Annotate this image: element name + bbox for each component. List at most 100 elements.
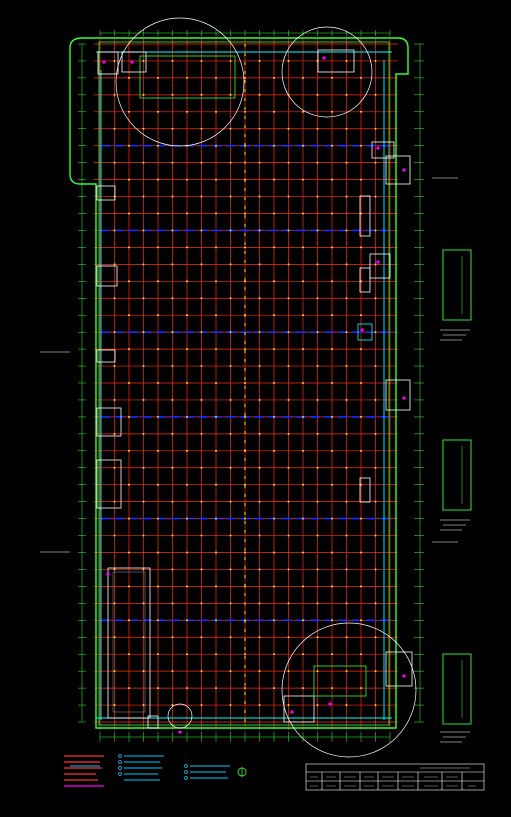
column-marker	[229, 60, 232, 62]
column-marker	[244, 280, 246, 283]
column-marker	[128, 212, 130, 215]
column-marker	[258, 365, 261, 367]
column-marker	[273, 348, 275, 350]
column-marker	[200, 331, 203, 333]
column-marker	[258, 534, 261, 537]
column-marker	[171, 602, 174, 605]
column-marker	[229, 94, 232, 96]
column-marker	[244, 246, 246, 249]
column-marker	[142, 229, 145, 232]
column-marker	[316, 331, 319, 333]
column-marker	[200, 263, 203, 266]
detail-box-1	[442, 249, 472, 321]
column-marker	[186, 619, 188, 622]
column-marker	[200, 127, 203, 130]
column-marker	[302, 348, 304, 350]
column-marker	[171, 433, 174, 435]
column-marker	[142, 365, 145, 367]
column-marker	[186, 416, 188, 418]
column-marker	[113, 161, 116, 164]
column-marker	[215, 416, 217, 418]
column-marker	[142, 433, 145, 435]
column-marker	[171, 229, 174, 232]
column-marker	[200, 365, 203, 367]
column-marker	[200, 433, 203, 435]
column-marker	[229, 670, 232, 672]
column-marker	[113, 127, 116, 130]
column-marker	[215, 619, 217, 622]
column-marker	[331, 483, 333, 486]
column-marker	[302, 687, 304, 689]
column-marker	[200, 636, 203, 639]
magenta-marker	[328, 702, 332, 706]
column-marker	[273, 246, 275, 249]
column-marker	[360, 348, 362, 350]
column-marker	[374, 500, 377, 503]
column-marker	[157, 348, 159, 350]
column-marker	[142, 399, 145, 401]
column-marker	[345, 127, 348, 130]
column-marker	[244, 77, 246, 79]
column-marker	[215, 585, 217, 588]
column-marker	[244, 517, 246, 520]
column-marker	[374, 534, 377, 537]
magenta-marker	[290, 710, 294, 714]
column-marker	[157, 585, 159, 588]
column-marker	[142, 602, 145, 605]
column-marker	[113, 602, 116, 605]
magenta-markers	[102, 56, 406, 734]
column-marker	[374, 568, 377, 571]
column-marker	[200, 602, 203, 605]
column-marker	[258, 161, 261, 164]
column-marker	[229, 263, 232, 266]
column-marker	[287, 229, 290, 232]
column-marker	[113, 636, 116, 639]
column-marker	[157, 687, 159, 689]
column-marker	[229, 127, 232, 130]
column-marker	[287, 297, 290, 300]
column-marker	[331, 382, 333, 384]
column-marker	[331, 246, 333, 249]
detail-box-3	[442, 653, 472, 725]
column-marker	[287, 568, 290, 571]
column-marker	[128, 687, 130, 689]
column-marker	[316, 534, 319, 537]
column-marker	[258, 568, 261, 571]
column-marker	[287, 331, 290, 333]
building-outline	[69, 37, 409, 729]
column-marker	[171, 195, 174, 198]
column-marker	[171, 263, 174, 266]
magenta-marker	[402, 396, 406, 400]
column-marker	[200, 670, 203, 672]
column-marker	[287, 127, 290, 130]
column-marker	[331, 687, 333, 689]
column-marker	[113, 263, 116, 266]
circle-top-right	[281, 26, 373, 118]
column-marker	[171, 60, 174, 62]
column-marker	[331, 619, 333, 622]
column-marker	[316, 500, 319, 503]
column-marker	[128, 144, 130, 147]
column-marker	[200, 466, 203, 469]
column-marker	[171, 636, 174, 639]
column-marker	[113, 670, 116, 672]
column-marker	[215, 246, 217, 249]
column-marker	[142, 60, 145, 62]
column-marker	[128, 280, 130, 283]
column-marker	[302, 178, 304, 181]
column-marker	[186, 687, 188, 689]
column-marker	[302, 551, 304, 554]
column-marker	[200, 534, 203, 537]
column-marker	[229, 161, 232, 164]
column-marker	[302, 450, 304, 452]
column-marker	[345, 331, 348, 333]
column-marker	[215, 517, 217, 520]
column-marker	[244, 382, 246, 384]
column-marker	[215, 111, 217, 113]
column-marker	[142, 331, 145, 333]
column-marker	[360, 178, 362, 181]
column-marker	[287, 466, 290, 469]
legend-cyan-block	[70, 755, 230, 781]
column-marker	[360, 314, 362, 316]
